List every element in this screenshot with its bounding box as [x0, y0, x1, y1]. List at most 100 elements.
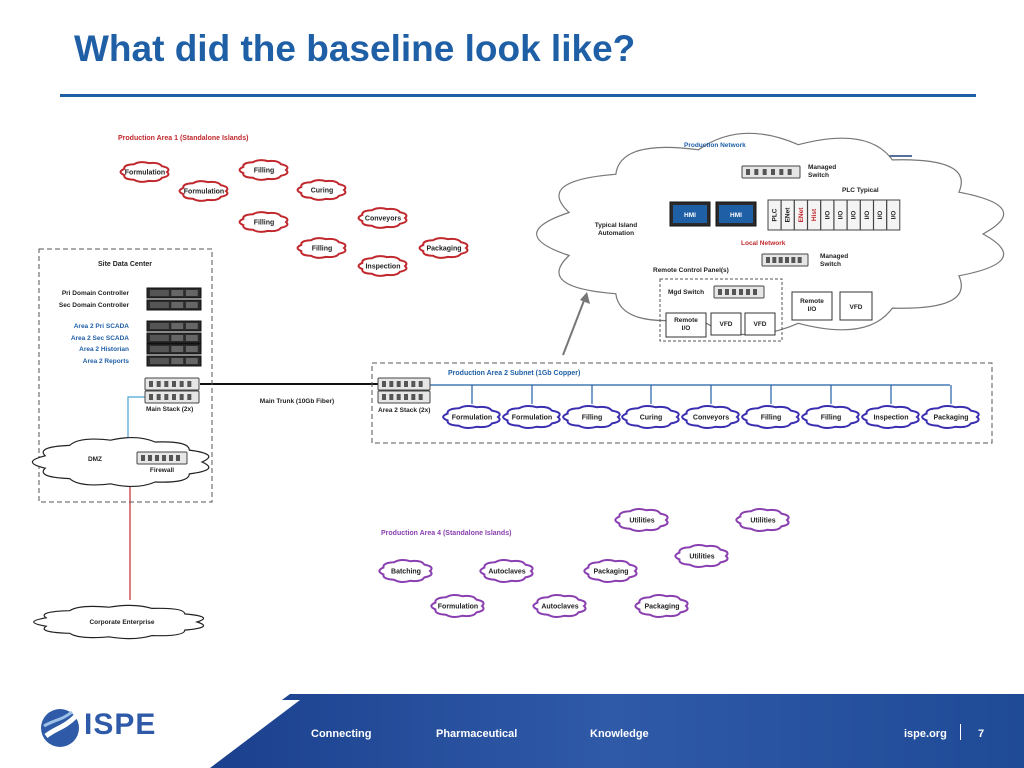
corporate-label: Corporate Enterprise: [89, 619, 154, 626]
area1-cloud-4-label: Curing: [311, 188, 334, 195]
switch-port: [389, 381, 394, 387]
footer-site-link[interactable]: ispe.org: [904, 728, 947, 740]
switch-port: [746, 169, 750, 175]
area1-cloud-3: [178, 180, 229, 202]
mgd-switch-label: Mgd Switch: [668, 289, 704, 296]
panel-vfd-2-label: VFD: [754, 321, 767, 328]
area1-cloud-4: [296, 179, 347, 201]
site-data-center-title: Site Data Center: [98, 261, 152, 268]
area4-cloud-5-label: Autoclaves: [488, 569, 525, 576]
area1-cloud-7-label: Filling: [312, 246, 333, 253]
area2-cloud-9-label: Packaging: [933, 415, 968, 422]
page-number: 7: [978, 728, 985, 740]
switch-port: [396, 394, 401, 400]
production-network-label: Production Network: [684, 142, 746, 149]
area1-cloud-2-label: Filling: [254, 168, 275, 175]
area1-cloud-8: [418, 237, 469, 259]
footer-knowledge: Knowledge: [590, 728, 649, 740]
switch-port: [778, 257, 783, 263]
area4-cloud-2-label: Utilities: [750, 518, 775, 525]
server-bay: [185, 290, 198, 296]
server-label-4: Area 2 Sec SCADA: [71, 335, 129, 342]
switch-port: [791, 257, 796, 263]
server-bay: [150, 358, 169, 364]
plc-module-label-10: I/O: [890, 211, 897, 220]
remote-io-box: [791, 291, 833, 321]
ispe-logo-icon: [38, 706, 82, 755]
hmi-1-label: HMI: [684, 212, 696, 219]
server-label-5: Area 2 Historian: [79, 346, 129, 353]
server-bay: [150, 323, 169, 329]
server-bay: [171, 323, 184, 329]
area4-label: Production Area 4 (Standalone Islands): [381, 530, 511, 537]
server-bay: [171, 335, 184, 341]
plc-module-label-1: PLC: [772, 208, 779, 221]
switch-port: [732, 289, 736, 295]
main-stack-label: Main Stack (2x): [146, 406, 193, 413]
footer-pharmaceutical: Pharmaceutical: [436, 728, 518, 740]
server-bay: [185, 358, 198, 364]
switch-port: [179, 394, 184, 400]
plc-module-label-7: I/O: [851, 211, 858, 220]
area2-cloud-2-label: Formulation: [512, 415, 552, 422]
area4-cloud-6: [583, 559, 638, 583]
switch-port: [771, 169, 775, 175]
area2-cloud-6-label: Filling: [761, 415, 782, 422]
area1-label: Production Area 1 (Standalone Islands): [118, 135, 248, 142]
area2-cloud-5: [681, 405, 740, 429]
switch-port: [754, 169, 759, 175]
hmi-2-label: HMI: [730, 212, 742, 219]
vfd-box: [839, 291, 873, 321]
switch-port: [149, 381, 153, 387]
switch-port: [156, 381, 161, 387]
stack-to-firewall-line: [127, 396, 147, 440]
footer-bar: ISPE Connecting Pharmaceutical Knowledge…: [0, 694, 1024, 768]
switch-port: [164, 381, 169, 387]
switch-port: [396, 381, 401, 387]
area2-cloud-3: [562, 405, 621, 429]
plc-typical-label: PLC Typical: [842, 187, 879, 194]
area4-cloud-2: [735, 508, 790, 532]
panel-remote-io-box: [665, 312, 707, 338]
area2-cloud-2: [502, 405, 561, 429]
switch-port: [187, 381, 192, 387]
area2-cloud-7: [801, 405, 860, 429]
plc-module-label-2: ENet: [785, 207, 792, 223]
area1-cloud-5: [357, 207, 408, 229]
area2-cloud-8: [861, 405, 920, 429]
switch-port: [169, 455, 173, 461]
switch-port: [382, 394, 386, 400]
area1-cloud-7: [296, 237, 347, 259]
remote-control-panel-label: Remote Control Panel(s): [653, 267, 729, 274]
area2-subnet-box: [371, 362, 993, 444]
switch-port: [787, 169, 792, 175]
switch-port: [779, 169, 784, 175]
area4-cloud-3: [674, 544, 729, 568]
server-bay: [171, 358, 184, 364]
area2-cloud-1-label: Formulation: [452, 415, 492, 422]
area1-cloud-5-label: Conveyors: [365, 216, 401, 223]
corporate-cloud: [33, 604, 205, 640]
switch-port: [172, 381, 176, 387]
switch-port: [718, 289, 722, 295]
switch-port: [148, 455, 152, 461]
footer-connecting: Connecting: [311, 728, 372, 740]
area2-stack-label: Area 2 Stack (2x): [378, 407, 430, 414]
server-bay: [150, 290, 169, 296]
switch-port: [187, 394, 192, 400]
server-bay: [185, 335, 198, 341]
area4-cloud-4: [378, 559, 433, 583]
area4-cloud-4-label: Batching: [391, 569, 421, 576]
island-callout-cloud: [536, 132, 1005, 336]
plc-module-label-9: I/O: [877, 211, 884, 220]
area4-cloud-7: [430, 594, 485, 618]
plc-module-10: [886, 199, 901, 231]
area4-cloud-8-label: Autoclaves: [541, 604, 578, 611]
area4-cloud-1-label: Utilities: [629, 518, 654, 525]
switch-port: [162, 455, 166, 461]
firewall-label: Firewall: [150, 467, 174, 474]
area2-cloud-7-label: Filling: [821, 415, 842, 422]
